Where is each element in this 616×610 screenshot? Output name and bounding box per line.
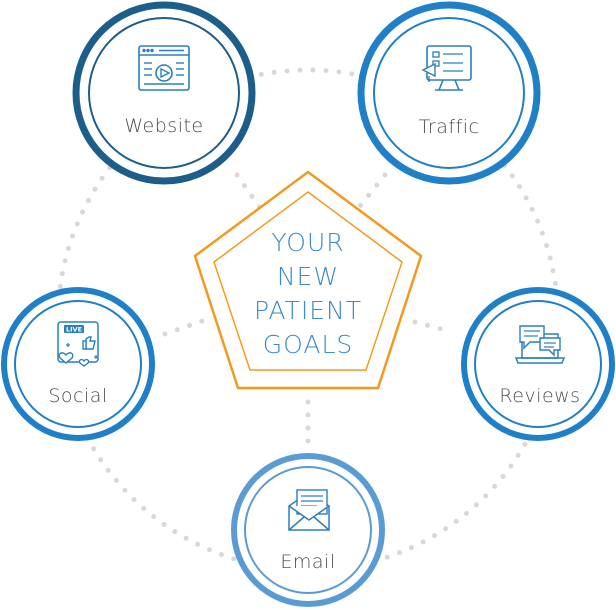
node-reviews-inner-ring [474, 300, 602, 428]
center-line-2: NEW [277, 262, 339, 291]
node-social-inner-ring [14, 300, 142, 428]
pentagon-inner [213, 191, 403, 371]
spoke-social [162, 317, 208, 337]
node-traffic-label: Traffic [419, 116, 480, 138]
pentagon-outer [193, 170, 423, 390]
laptop-chat-icon [514, 325, 566, 364]
node-social-label: Social [48, 385, 107, 407]
center-goals: YOUR NEW PATIENT GOALS [193, 170, 423, 390]
node-reviews-label: Reviews [499, 385, 580, 407]
node-email[interactable]: Email [231, 453, 385, 607]
envelope-message-icon [288, 489, 330, 531]
live-badge-text: LIVE [66, 325, 82, 333]
spoke-reviews [412, 319, 455, 335]
center-line-4: GOALS [263, 330, 354, 359]
live-social-icon: LIVE [57, 321, 99, 367]
node-website[interactable]: Website [72, 1, 256, 185]
node-email-label: Email [280, 551, 335, 573]
center-line-1: YOUR [271, 228, 344, 257]
spoke-traffic [352, 172, 388, 215]
center-line-3: PATIENT [254, 296, 362, 325]
node-traffic[interactable]: Traffic [357, 1, 541, 185]
node-website-label: Website [124, 115, 203, 137]
video-browser-icon [138, 45, 190, 91]
node-website-inner-ring [88, 17, 240, 169]
node-traffic-inner-ring [373, 17, 525, 169]
node-reviews[interactable]: Reviews [461, 287, 615, 441]
node-social[interactable]: LIVE Social [1, 287, 155, 441]
presentation-screen-icon [421, 45, 472, 91]
